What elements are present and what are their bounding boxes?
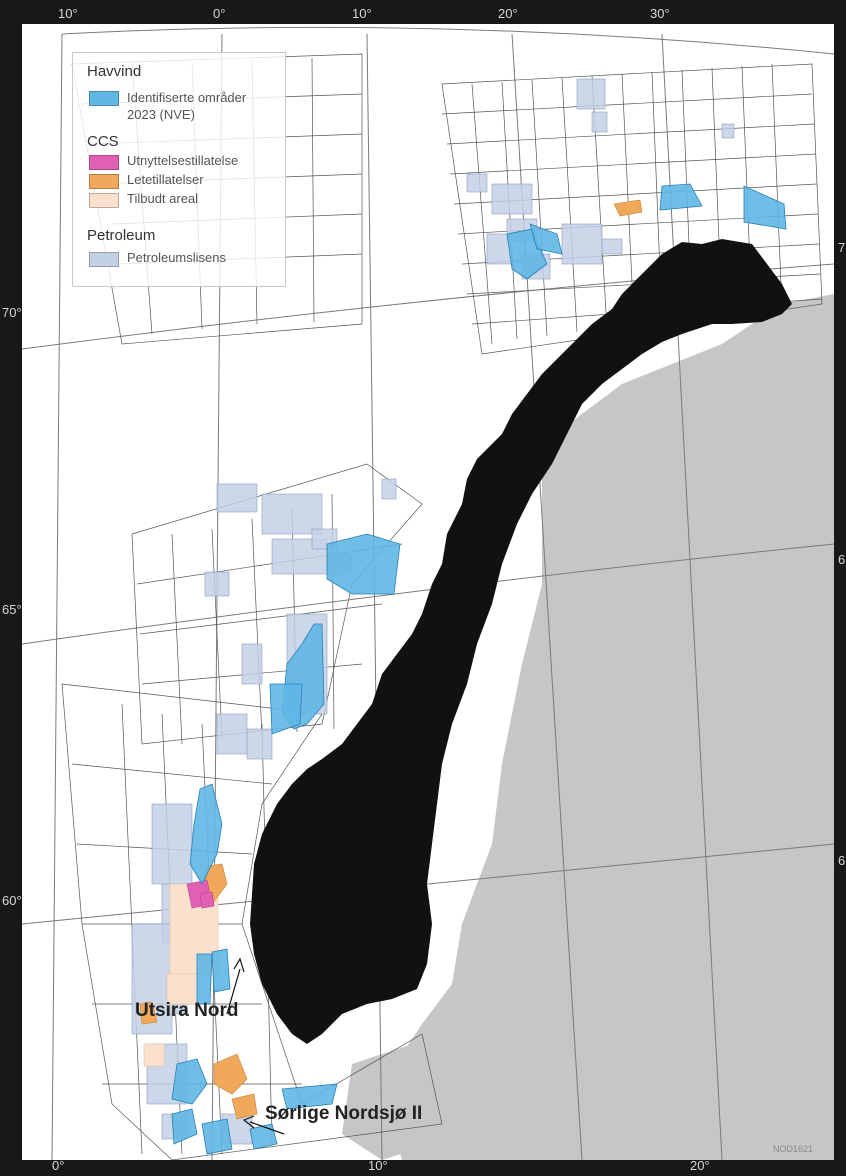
left-tick-label: 60° [2, 893, 22, 908]
left-tick-label: 65° [2, 602, 22, 617]
legend-utnyttelse-swatch [89, 155, 119, 170]
map-code-label: NOD1621 [773, 1144, 814, 1154]
legend-havvind-swatch [89, 91, 119, 106]
top-tick-label: 20° [498, 6, 518, 21]
top-tick-label: 10° [58, 6, 78, 21]
bottom-tick-label: 10° [368, 1158, 388, 1173]
norway-mainland [250, 239, 792, 1044]
legend-petroleum-label: Petroleumslisens [127, 250, 226, 265]
utsira-nord-label: Utsira Nord [135, 1000, 239, 1021]
right-tick-label: 7 [838, 240, 846, 255]
legend-ccs-title: CCS [87, 133, 119, 150]
legend-lete-swatch [89, 174, 119, 189]
top-tick-label: 10° [352, 6, 372, 21]
right-tick-label: 6 [838, 552, 846, 567]
bottom-tick-label: 20° [690, 1158, 710, 1173]
legend-havvind-label-line2: 2023 (NVE) [127, 107, 195, 122]
legend-lete-label: Letetillatelser [127, 172, 204, 187]
top-tick-label: 0° [213, 6, 226, 21]
legend-havvind-title: Havvind [87, 63, 142, 80]
bottom-tick-label: 0° [52, 1158, 65, 1173]
sorlige-nordsjo-label: Sørlige Nordsjø II [265, 1103, 423, 1124]
legend-tilbudt-label: Tilbudt areal [127, 191, 199, 206]
legend-tilbudt-swatch [89, 193, 119, 208]
legend-havvind-label-line1: Identifiserte områder [127, 90, 247, 105]
map-legend: Havvind Identifiserte områder 2023 (NVE)… [72, 52, 286, 287]
ccs-utnyttelsestillatelse [186, 879, 215, 909]
legend-utnyttelse-label: Utnyttelsestillatelse [127, 153, 239, 168]
left-tick-label: 70° [2, 305, 22, 320]
havvind-areas [171, 183, 787, 1155]
top-tick-label: 30° [650, 6, 670, 21]
neighbour-land [342, 294, 834, 1160]
legend-petroleum-title: Petroleum [87, 227, 156, 244]
legend-petroleum-swatch [89, 252, 119, 267]
norway-shelf-map [22, 24, 834, 1160]
right-tick-label: 6 [838, 853, 846, 868]
label-arrows [226, 957, 285, 1135]
